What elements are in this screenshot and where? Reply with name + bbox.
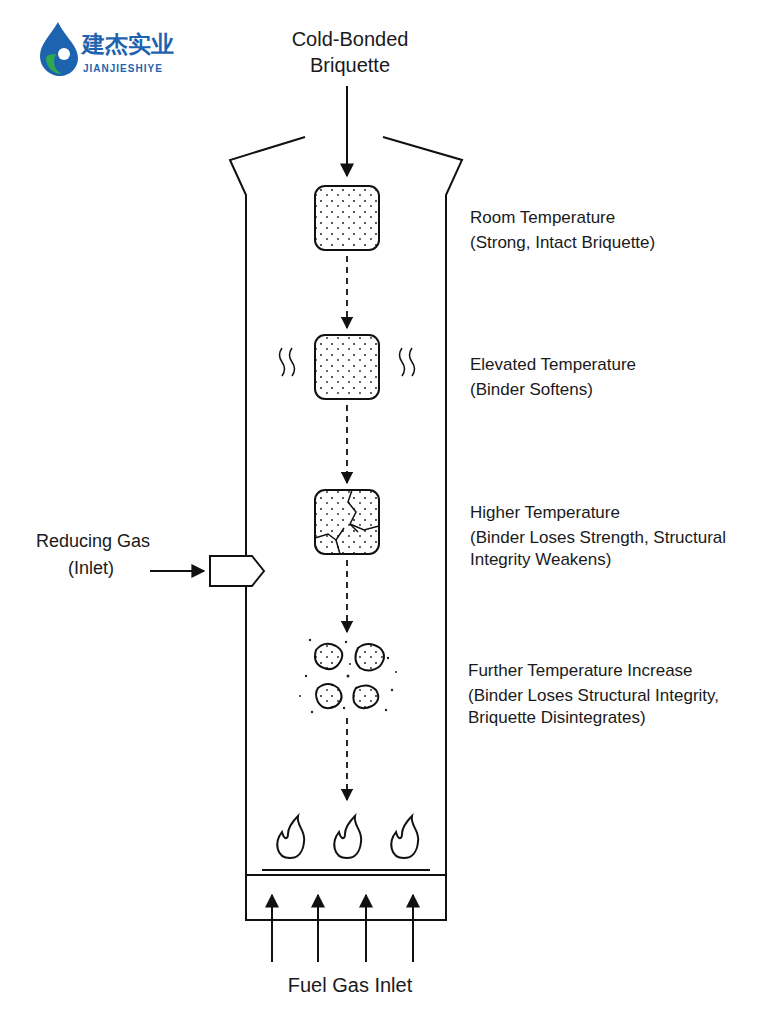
- stage-note: (Binder Loses Structural Integrity, Briq…: [468, 685, 760, 729]
- logo-icon: [40, 22, 78, 76]
- stage-heading: Further Temperature Increase: [468, 660, 760, 682]
- fuel-gas-arrows: [272, 895, 413, 962]
- reducing-gas-arrow: [150, 570, 204, 572]
- debris: [299, 639, 397, 713]
- furnace-shell: [230, 137, 462, 920]
- logo-text: 建杰实业: [82, 30, 174, 60]
- inlet-label: Reducing Gas: [36, 530, 150, 553]
- fragments: [315, 644, 384, 709]
- stage-note: (Binder Softens): [470, 379, 750, 401]
- stage-note: (Binder Loses Strength, Structural Integ…: [470, 527, 738, 571]
- heat-waves: [280, 348, 415, 376]
- stage-heading: Higher Temperature: [470, 502, 750, 524]
- logo-subtitle: JIANJIESHIYE: [83, 62, 163, 75]
- feed-arrow: [346, 86, 348, 176]
- stage-heading: Room Temperature: [470, 207, 750, 229]
- flames: [277, 816, 418, 858]
- gas-nozzle: [210, 556, 264, 586]
- inlet-label: Fuel Gas Inlet: [230, 972, 470, 998]
- feed-label: Cold-Bonded Briquette: [272, 26, 428, 78]
- stage-heading: Elevated Temperature: [470, 354, 750, 376]
- briquettes: [315, 186, 379, 554]
- inlet-label: (Inlet): [68, 557, 114, 580]
- flow-arrows: [346, 256, 348, 800]
- cracks: [315, 490, 379, 554]
- stage-note: (Strong, Intact Briquette): [470, 232, 750, 254]
